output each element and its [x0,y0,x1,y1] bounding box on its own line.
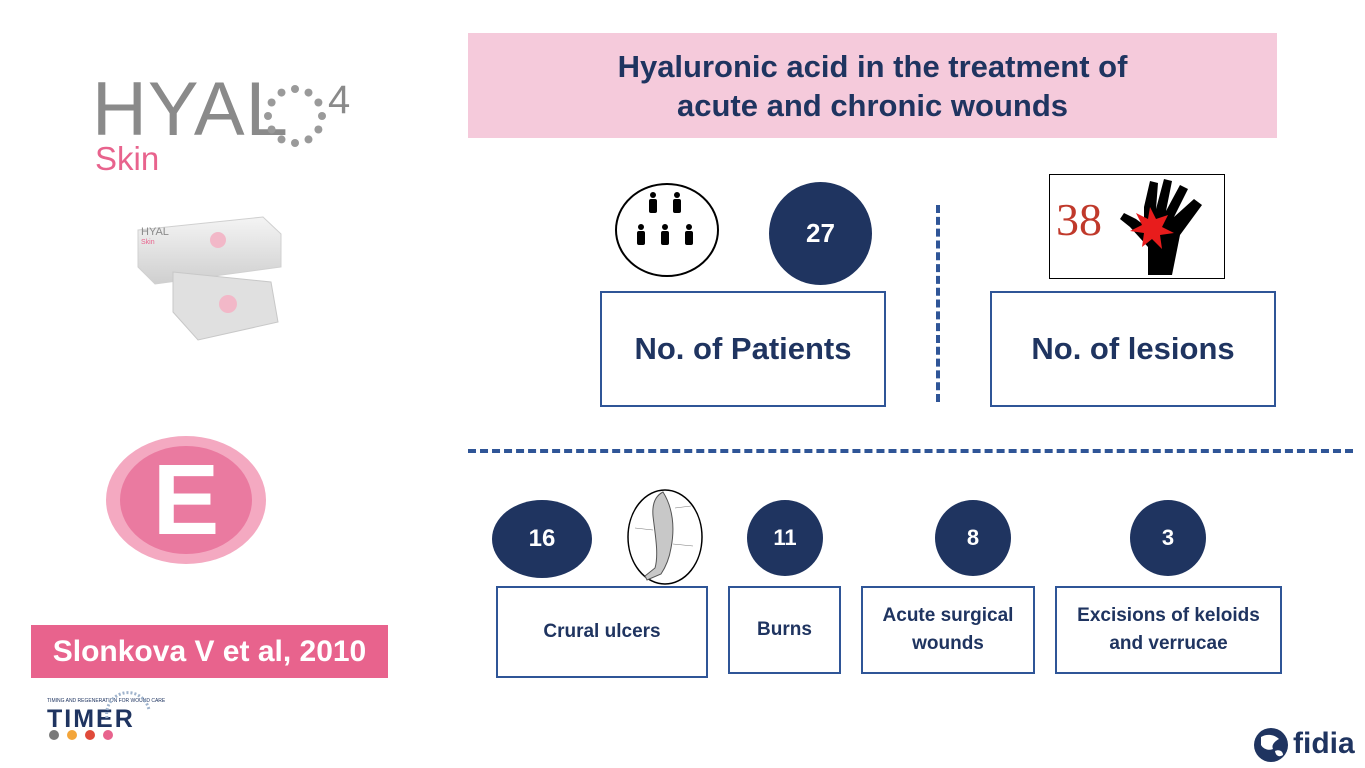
excisions-count-badge: 3 [1130,500,1206,576]
timer-arc-icon [105,691,151,719]
title-line-2: acute and chronic wounds [677,87,1068,123]
title-banner: Hyaluronic acid in the treatment of acut… [468,33,1277,138]
patients-group-icon [615,183,719,277]
title-line-1: Hyaluronic acid in the treatment of [617,48,1128,84]
leg-anatomy-image [627,489,703,585]
fidia-globe-icon [1254,728,1288,762]
excisions-label-line-2: and verrucae [1109,633,1228,654]
acute-surgical-label-line-2: wounds [912,633,984,654]
acute-surgical-label-box: Acute surgical wounds [861,586,1035,674]
acute-surgical-count-badge: 8 [935,500,1011,576]
excisions-label-line-1: Excisions of keloids [1077,605,1260,626]
product-tube-image [137,216,282,341]
injured-hand-icon [1120,179,1202,275]
timer-dots-icon [49,730,113,740]
brand-superscript: 4 [328,78,351,122]
citation-badge: Slonkova V et al, 2010 [31,625,388,678]
company-logo-text: fidia [1293,727,1355,760]
patients-label-box: No. of Patients [600,291,886,407]
acute-surgical-label-line-1: Acute surgical [882,605,1014,626]
burns-label-box: Burns [728,586,841,674]
excisions-label-box: Excisions of keloids and verrucae [1055,586,1282,674]
brand-subtitle: Skin [95,140,160,177]
timer-logo-text: TIMER [47,705,135,733]
crural-ulcers-label-box: Crural ulcers [496,586,708,678]
burns-count-badge: 11 [747,500,823,576]
product-label-name: HYAL [141,226,169,238]
evidence-letter: E [152,443,220,556]
crural-ulcers-count-badge: 16 [492,500,592,578]
brand-o-ring-icon [264,85,326,147]
patients-count-badge: 27 [769,182,872,285]
product-label-sub: Skin [141,239,155,246]
evidence-inner-circle [120,446,252,554]
lesions-count: 38 [1056,194,1102,245]
brand-name: HYAL [92,67,289,152]
timer-tagline: TIMING AND REGENERATION FOR WOUND CARE [47,698,166,704]
lesions-label-box: No. of lesions [990,291,1276,407]
vertical-divider [936,205,940,402]
horizontal-divider [468,449,1353,453]
